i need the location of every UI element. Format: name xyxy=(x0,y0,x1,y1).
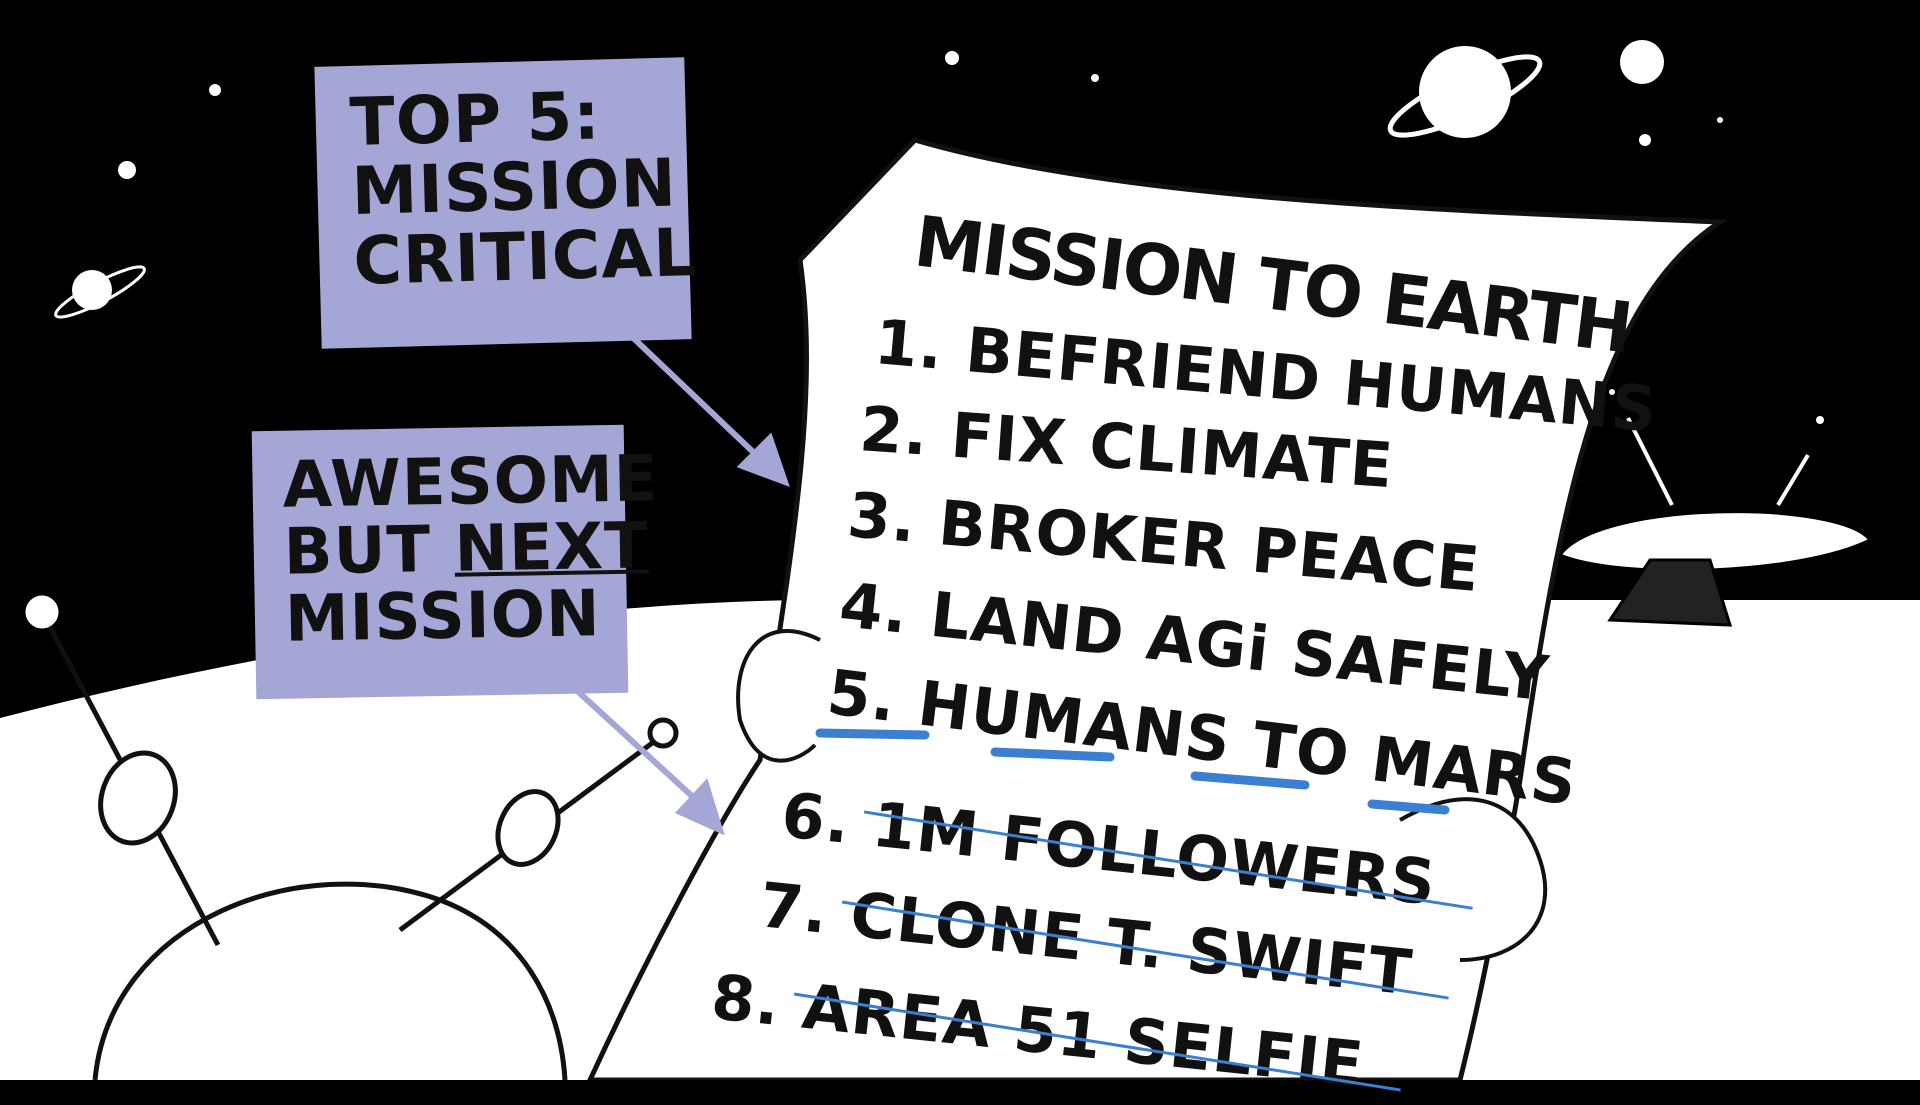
ufo-icon xyxy=(1557,417,1873,627)
note-top-five: TOP 5: MISSION CRITICAL xyxy=(314,57,698,349)
note-next-word-but: BUT xyxy=(283,513,432,590)
alien-icon xyxy=(25,595,679,1080)
note-next-line-1: AWESOME xyxy=(281,442,660,523)
note-next-word-next: NEXT xyxy=(453,509,650,587)
note-next-line-3: MISSION xyxy=(284,577,602,658)
planet-icon xyxy=(1387,46,1543,138)
note-next-line-2: BUT NEXT xyxy=(283,510,649,590)
stars xyxy=(118,40,1824,424)
note-top-line-3: CRITICAL xyxy=(352,213,698,300)
left-hand xyxy=(736,629,821,763)
note-next-mission: AWESOME BUT NEXT MISSION xyxy=(251,424,660,700)
right-hand xyxy=(1399,797,1548,962)
small-planet-icon xyxy=(54,265,146,319)
scene-illustration xyxy=(0,40,1920,1080)
divider-dashes xyxy=(815,728,1450,815)
